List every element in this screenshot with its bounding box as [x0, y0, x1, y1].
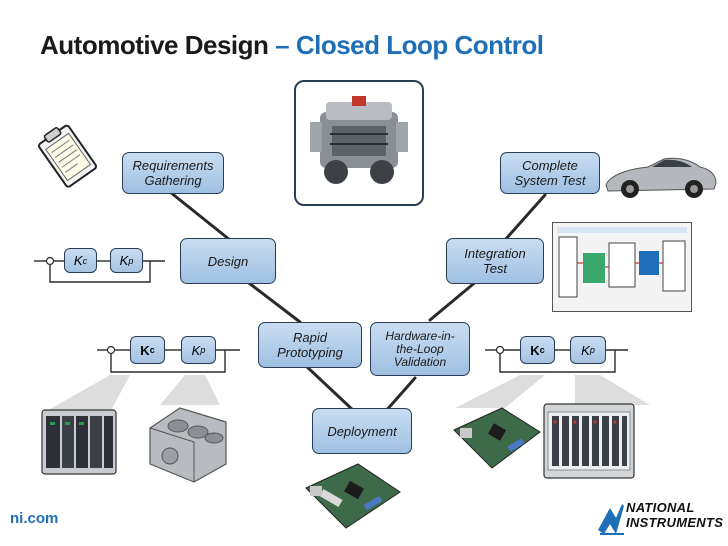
stage-rapid-prototyping: Rapid Prototyping [258, 322, 362, 368]
connector-deployment-hil [383, 376, 417, 414]
footer-site: ni.com [10, 510, 59, 527]
connector-hil-integration [428, 278, 480, 322]
clipboard-icon [38, 124, 98, 188]
stage-deployment: Deployment [312, 408, 412, 454]
pxi-chassis-icon [543, 403, 635, 479]
engine-icon [310, 96, 408, 184]
sports-car-icon [605, 157, 717, 198]
kp-label: K [119, 253, 129, 268]
summing-junction [45, 256, 55, 266]
stage-hil-validation: Hardware-in- the-Loop Validation [370, 322, 470, 376]
system-diagram-icon [552, 222, 692, 312]
logo-wordmark: NATIONAL INSTRUMENTS [626, 500, 723, 530]
stage-requirements-gathering: Requirements Gathering [122, 152, 224, 194]
compactrio-icon [41, 409, 117, 475]
kp-subscript: p [128, 255, 134, 266]
kc-label: K [73, 253, 83, 268]
page-title: Automotive Design – Closed Loop Control [40, 30, 544, 61]
connector-rapid-deployment [303, 363, 357, 414]
national-instruments-logo: NATIONAL INSTRUMENTS [596, 500, 723, 540]
embedded-board-icon [305, 463, 401, 529]
engine-block-icon [149, 407, 227, 483]
engine-frame [294, 80, 424, 206]
stage-complete-system-test: Complete System Test [500, 152, 600, 194]
stage-design: Design [180, 238, 276, 284]
stage-integration-test: Integration Test [446, 238, 544, 284]
connector-integration-system [503, 193, 547, 242]
title-main: Automotive Design [40, 30, 269, 60]
summing-junction [495, 345, 505, 355]
title-accent: – Closed Loop Control [275, 30, 544, 60]
kc-subscript: c [82, 255, 88, 266]
embedded-board-icon [453, 407, 541, 469]
national-instruments-logo-icon [598, 504, 624, 535]
connector-requirements-design [168, 190, 232, 242]
connector-design-rapid [243, 278, 302, 324]
logo-line1: NATIONAL [626, 500, 695, 515]
summing-junction [106, 345, 116, 355]
logo-line2: INSTRUMENTS [626, 515, 724, 530]
